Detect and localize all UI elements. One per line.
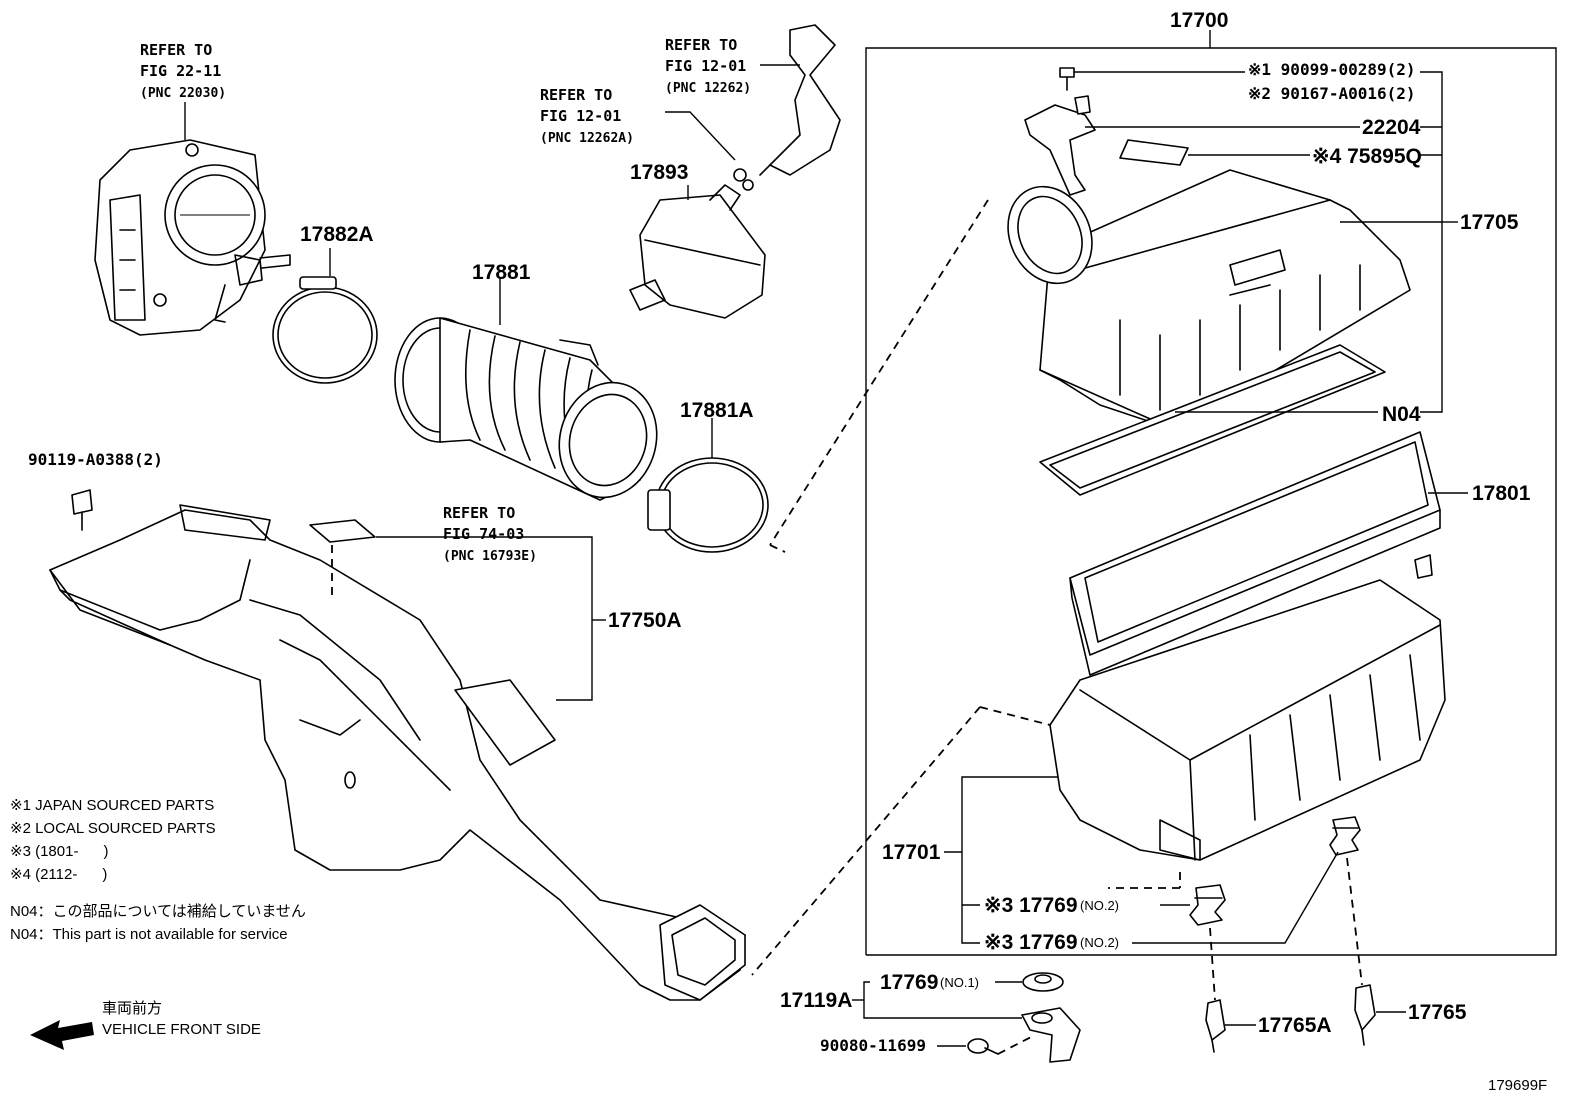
part-17769-no2-b-sub: (NO.2) [1080, 935, 1119, 950]
throttle-ref-line1: REFER TO [140, 41, 213, 59]
hose-ref-line1: REFER TO [665, 36, 738, 54]
note-n04-en: N04：This part is not available for servi… [10, 926, 288, 943]
note-n04-jp: N04：この部品については補給していません [10, 903, 306, 920]
part-17882a: 17882A [300, 223, 374, 246]
leader-duct-ref [376, 536, 593, 701]
air-cleaner-cap-17705-drawing [1007, 169, 1411, 431]
bolt-90080-drawing [967, 1038, 999, 1055]
part-75895q: ※4 75895Q [1312, 145, 1422, 168]
throttle-ref-line2: FIG 22-11 [140, 62, 222, 80]
resonator-17893-drawing [629, 184, 766, 319]
grommet-17769-no2-a-drawing [1189, 884, 1226, 926]
dashed-pin-b [1346, 857, 1363, 986]
front-label-en: VEHICLE FRONT SIDE [102, 1021, 261, 1038]
hose-ref-line2: FIG 12-01 [665, 57, 747, 75]
note-local-sourced: ※2 LOCAL SOURCED PARTS [10, 820, 216, 837]
part-90167: ※2 90167-A0016(2) [1248, 84, 1416, 103]
air-cleaner-case-17701-drawing [1049, 554, 1446, 861]
part-17765a: 17765A [1258, 1014, 1332, 1037]
part-22204: 22204 [1362, 116, 1421, 139]
hose-a-ref-line2: FIG 12-01 [540, 107, 622, 125]
part-17701: 17701 [882, 841, 941, 864]
hose-a-ref-line3: (PNC 12262A) [540, 131, 634, 146]
dashed-case-to-duct-top [979, 706, 1051, 726]
part-90119: 90119-A0388(2) [28, 450, 163, 469]
part-17119a: 17119A [780, 989, 853, 1012]
part-17700: 17700 [1170, 9, 1229, 32]
part-90099: ※1 90099-00289(2) [1248, 60, 1416, 79]
duct-ref-line3: (PNC 16793E) [443, 549, 537, 564]
leader-17769-b [1132, 851, 1339, 944]
air-duct-17750a-drawing [49, 504, 746, 1001]
part-17769-no2-a-sub: (NO.2) [1080, 898, 1119, 913]
hose-ref-line3: (PNC 12262) [665, 81, 752, 96]
part-17769-no1: 17769 [880, 971, 939, 994]
part-17769-no2-a: ※3 17769 [984, 894, 1078, 917]
dashed-hose-tick [769, 544, 786, 553]
duct-ref-line2: FIG 74-03 [443, 525, 525, 543]
part-n04: N04 [1382, 403, 1421, 426]
part-17705: 17705 [1460, 211, 1519, 234]
throttle-ref-line3: (PNC 22030) [140, 86, 227, 101]
front-label-jp: 車両前方 [102, 1000, 163, 1017]
leader-hose-a-ref [665, 111, 736, 161]
part-17769-no1-sub: (NO.1) [940, 975, 979, 990]
part-17750a: 17750A [608, 609, 682, 632]
airflow-meter-22204-drawing [1024, 95, 1096, 196]
grommet-17769-no1-drawing [1022, 972, 1064, 992]
dashed-bolt-bracket [997, 1034, 1036, 1055]
part-17881: 17881 [472, 261, 531, 284]
note-japan-sourced: ※1 JAPAN SOURCED PARTS [10, 797, 215, 814]
bolt-90119-drawing [71, 489, 93, 531]
vehicle-front-arrow-icon [30, 1020, 94, 1050]
note-range-3: ※3 (1801- ) [10, 843, 109, 860]
part-17881a: 17881A [680, 399, 754, 422]
dashed-pin-a [1209, 927, 1216, 1001]
throttle-body-drawing [94, 139, 291, 336]
hose-a-ref-line1: REFER TO [540, 86, 613, 104]
part-17801: 17801 [1472, 482, 1531, 505]
bracket-17701 [961, 776, 1058, 944]
pin-17765-drawing [1354, 984, 1376, 1046]
clamp-17881a-drawing [647, 457, 769, 553]
dashed-hose-to-cap [769, 199, 989, 546]
clamp-17882a-drawing [272, 276, 378, 384]
grommet-17769-no2-b-drawing [1329, 816, 1361, 856]
note-range-4: ※4 (2112- ) [10, 866, 108, 883]
pin-17765a-drawing [1205, 999, 1226, 1053]
part-17765: 17765 [1408, 1001, 1467, 1024]
part-90080: 90080-11699 [820, 1036, 926, 1055]
gasket-n04-drawing [1039, 344, 1386, 496]
label-75895q-drawing [1119, 139, 1189, 166]
hose-17881-drawing [394, 317, 658, 501]
figure-id: 179699F [1488, 1077, 1548, 1094]
screw-drawing [1059, 67, 1075, 91]
part-17893: 17893 [630, 161, 689, 184]
bracket-17705 [1420, 71, 1443, 413]
air-filter-17801-drawing [1069, 431, 1441, 676]
dashed-case-to-duct [751, 706, 981, 976]
part-17769-no2-b: ※3 17769 [984, 931, 1078, 954]
breather-hose-drawing [733, 24, 841, 191]
bracket-17119a-drawing [1021, 1007, 1081, 1063]
assembly-box-17700 [865, 30, 1557, 956]
duct-ref-line1: REFER TO [443, 504, 516, 522]
